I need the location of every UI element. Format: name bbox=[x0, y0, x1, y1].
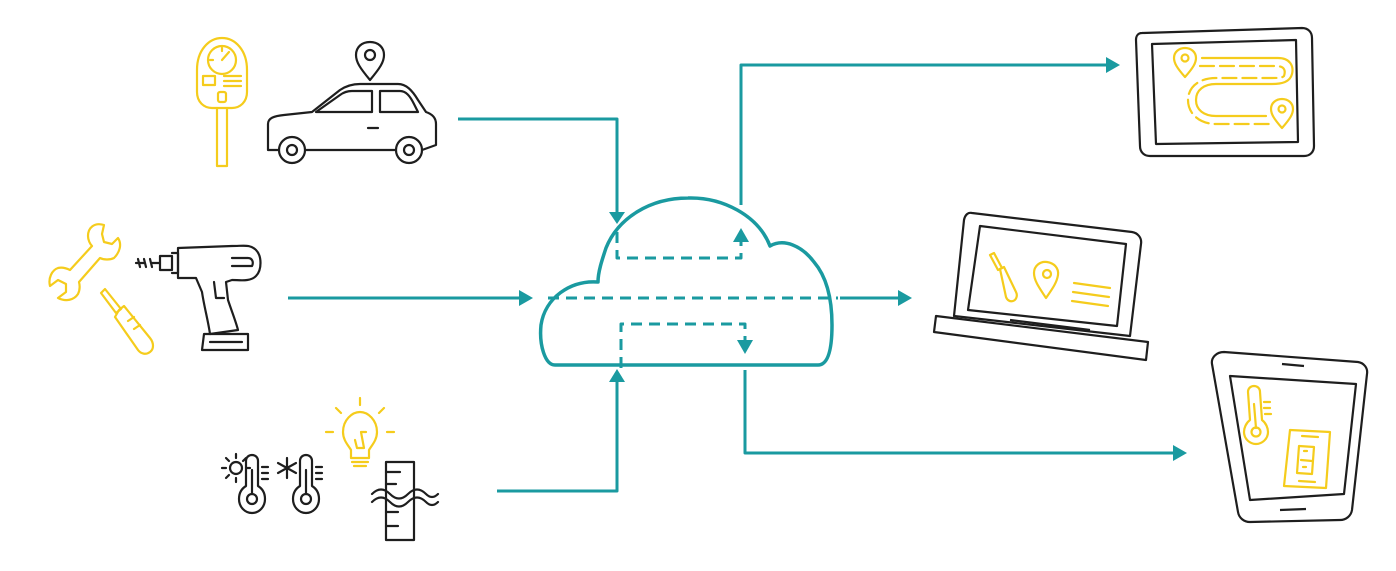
water-level-icon bbox=[370, 460, 440, 542]
switch-icon bbox=[1282, 428, 1332, 490]
screwdriver-icon bbox=[99, 287, 155, 355]
arrow-head bbox=[898, 290, 912, 306]
arrow-head bbox=[1173, 445, 1187, 461]
thermometer-sun-icon bbox=[220, 452, 270, 515]
cloud-internal-routes bbox=[548, 232, 838, 368]
thermometer-snow-icon bbox=[276, 453, 324, 515]
output-laptop bbox=[932, 211, 1150, 362]
car-icon bbox=[266, 82, 438, 165]
route-top bbox=[615, 232, 743, 260]
connector-vehicles-to-cloud bbox=[458, 117, 619, 222]
phone-icon bbox=[1210, 350, 1369, 524]
location-pin-icon bbox=[354, 40, 386, 82]
parking-meter-icon bbox=[195, 36, 249, 168]
cloud-icon bbox=[538, 196, 838, 368]
arrow-head bbox=[609, 212, 625, 224]
screwdriver-icon bbox=[988, 251, 1018, 303]
tablet-icon bbox=[1134, 26, 1316, 158]
output-tablet bbox=[1134, 26, 1316, 158]
light-bulb-icon bbox=[324, 396, 396, 468]
connector-cloud-to-phone bbox=[743, 370, 1175, 455]
text-lines-icon bbox=[1070, 281, 1112, 308]
source-tools bbox=[48, 223, 262, 355]
route-map-icon bbox=[1172, 46, 1295, 130]
arrow-head bbox=[1106, 57, 1120, 73]
output-phone bbox=[1210, 350, 1369, 524]
arrow-head bbox=[737, 340, 753, 354]
power-drill-icon bbox=[134, 244, 262, 352]
arrow-head bbox=[609, 369, 625, 382]
thermometer-icon bbox=[1242, 384, 1273, 446]
location-pin-icon bbox=[1032, 260, 1060, 300]
source-sensors bbox=[220, 396, 440, 542]
route-bottom bbox=[619, 322, 747, 368]
flow-connectors bbox=[288, 57, 1187, 493]
arrow-head bbox=[733, 228, 749, 242]
source-vehicles bbox=[195, 36, 438, 168]
arrow-head bbox=[519, 290, 533, 306]
connector-cloud-to-tablet bbox=[739, 63, 1108, 205]
wrench-icon bbox=[48, 223, 122, 302]
cloud-outline bbox=[538, 196, 834, 367]
laptop-icon bbox=[932, 211, 1150, 362]
connector-sensors-to-cloud bbox=[497, 380, 619, 493]
